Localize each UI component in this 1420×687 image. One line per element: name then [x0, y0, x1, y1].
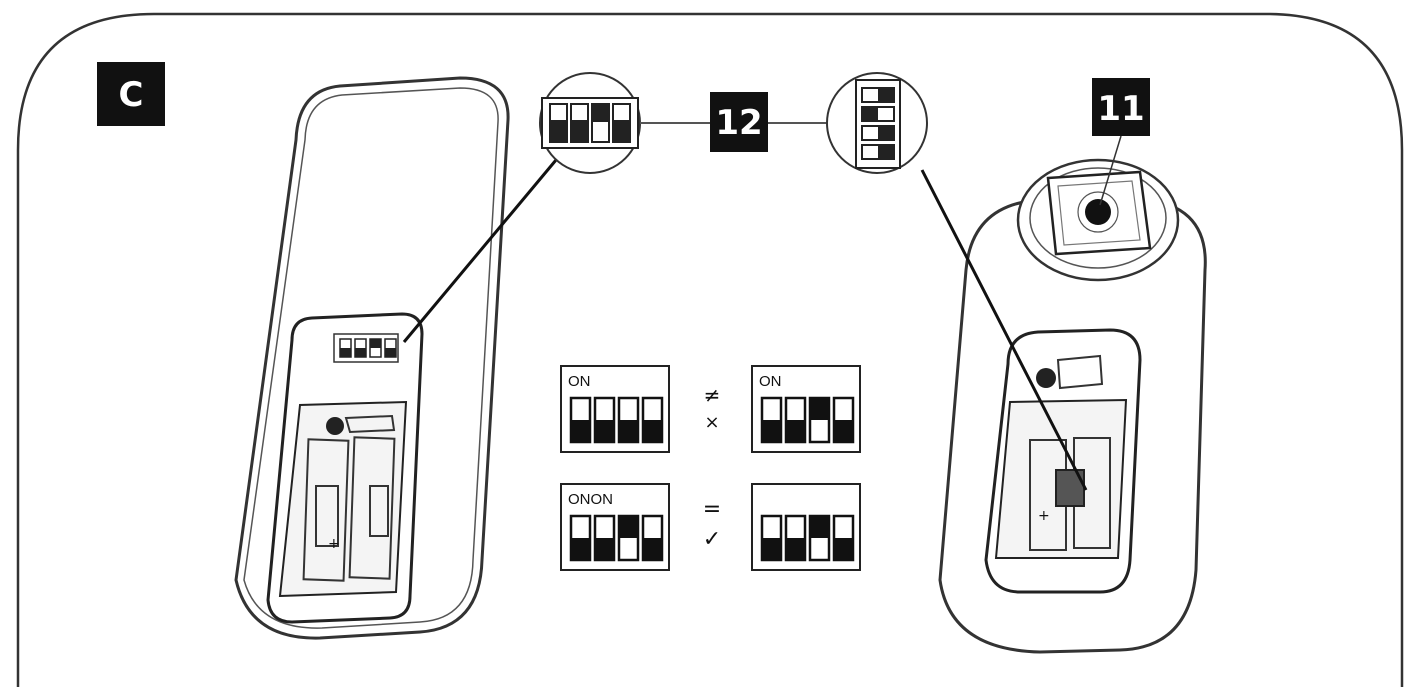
dip-knob-up — [619, 516, 638, 538]
dip-caption-row1-left: ON — [568, 373, 591, 390]
right-device: + — [938, 158, 1207, 654]
svg-text:12: 12 — [715, 103, 762, 143]
dip-caption-row1-right: ON — [759, 373, 782, 390]
dip-knob-down — [619, 420, 638, 442]
dip-knob-down — [643, 420, 662, 442]
switch-row2-left — [569, 514, 664, 562]
sensor-badge: 11 — [1092, 78, 1150, 136]
dip-knob-down — [762, 538, 781, 560]
switch-row1-left — [569, 396, 664, 444]
switch-row2-right — [760, 514, 855, 562]
callout-line-sensor — [1099, 135, 1122, 206]
dip-knob-down — [834, 420, 853, 442]
not-equal-icon: ≠ — [704, 383, 721, 407]
svg-text:C: C — [119, 75, 144, 115]
battery-compartment-left: + — [266, 312, 424, 624]
dip-caption-row2-left: ONON — [568, 491, 613, 508]
dip-knob-down — [595, 538, 614, 560]
panel-badge: C — [97, 62, 165, 126]
polarity-plus-icon-right: + — [1038, 508, 1050, 524]
dip-knob-down — [571, 420, 590, 442]
sensor-head — [1016, 158, 1180, 282]
dip-knob-down — [643, 538, 662, 560]
magnifier-left — [539, 72, 641, 174]
callout-line-left — [402, 159, 558, 343]
dip-knob-down — [786, 538, 805, 560]
panel-frame — [16, 12, 1404, 687]
switch-row1-right — [760, 396, 855, 444]
check-icon: ✓ — [703, 527, 721, 552]
magnifier-right — [826, 72, 928, 174]
dip-knob-down — [595, 420, 614, 442]
callout-line-right — [920, 169, 1088, 491]
svg-text:11: 11 — [1097, 89, 1144, 129]
dip-knob-down — [571, 538, 590, 560]
dip-knob-up — [810, 398, 829, 420]
dip-comparison-legend: ON ≠ × ON ONON = ✓ — [560, 365, 861, 571]
equals-icon: = — [703, 497, 721, 522]
dip-knob-down — [786, 420, 805, 442]
cross-icon: × — [704, 412, 719, 433]
dip-switch-badge: 12 — [710, 92, 768, 152]
sensor-icon — [1085, 199, 1111, 225]
dip-knob-up — [810, 516, 829, 538]
dip-knob-down — [834, 538, 853, 560]
dip-switch-left-device — [333, 333, 399, 363]
polarity-plus-icon: + — [328, 536, 340, 552]
left-device: + — [234, 76, 510, 640]
dip-knob-down — [762, 420, 781, 442]
